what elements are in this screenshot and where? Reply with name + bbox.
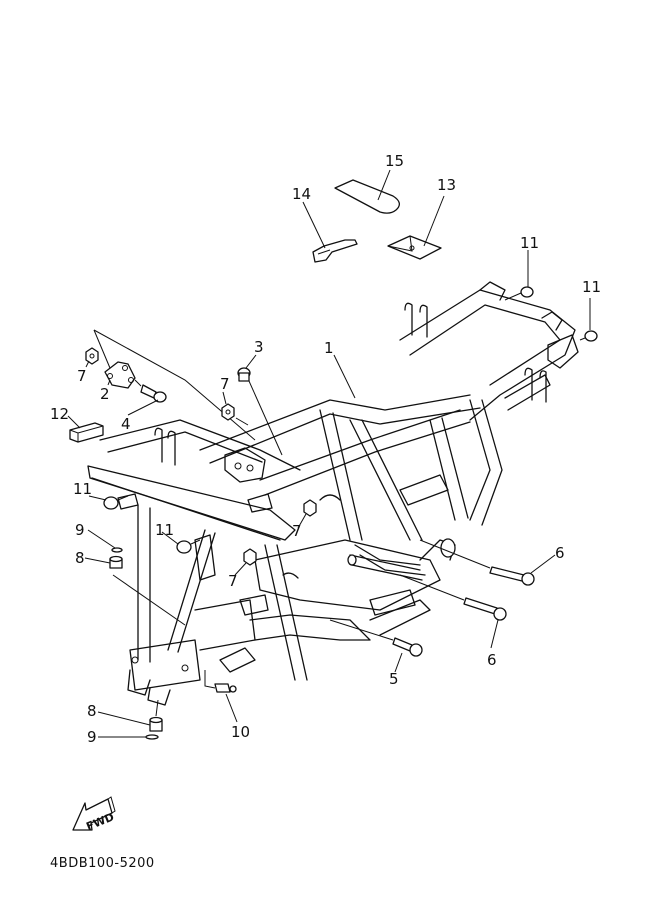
callout-3: 3 — [254, 338, 264, 356]
part-7-nut-d — [243, 548, 257, 566]
part-7-nut-a — [85, 347, 99, 365]
part-6-bolt-b — [399, 574, 507, 621]
diagram-code: 4BDB100-5200 — [50, 856, 155, 871]
callout-11-d: 11 — [155, 521, 174, 539]
callout-13: 13 — [437, 176, 456, 194]
leader-lines — [67, 169, 591, 738]
callout-7-b: 7 — [220, 375, 230, 393]
callout-11-a: 11 — [520, 234, 539, 252]
part-3-bolt — [237, 367, 283, 456]
part-8-cap-b — [149, 699, 163, 732]
callout-8-a: 8 — [75, 549, 85, 567]
part-11-cap-a — [504, 286, 534, 301]
callout-9-b: 9 — [87, 728, 97, 746]
part-11-cap-b — [579, 330, 598, 342]
part-14-band — [312, 239, 358, 263]
part-5-bolt — [329, 619, 423, 657]
part-11-cap-d — [176, 539, 201, 554]
callout-14: 14 — [292, 185, 311, 203]
callout-15: 15 — [385, 152, 404, 170]
callout-4: 4 — [121, 415, 131, 433]
part-9-oring-a — [111, 547, 123, 553]
callout-7-d: 7 — [228, 572, 238, 590]
callout-6-a: 6 — [555, 544, 565, 562]
callout-8-b: 8 — [87, 702, 97, 720]
callout-11-c: 11 — [73, 480, 92, 498]
part-8-cap-a — [109, 555, 186, 626]
part-7-nut-c — [303, 499, 317, 517]
part-11-cap-c — [103, 495, 129, 510]
callout-7-a: 7 — [77, 367, 87, 385]
part-4-bolt — [134, 379, 167, 403]
callout-5: 5 — [389, 670, 399, 688]
part-13-case — [387, 235, 442, 260]
callout-9-a: 9 — [75, 521, 85, 539]
callout-6-b: 6 — [487, 651, 497, 669]
part-10-grease-nipple — [204, 670, 237, 693]
part-12-damper — [69, 422, 104, 443]
callout-7-c: 7 — [292, 522, 302, 540]
fwd-arrow-icon: FWD — [72, 796, 116, 833]
part-9-oring-b — [145, 734, 159, 740]
part-15-plate — [334, 179, 400, 214]
callout-2: 2 — [100, 385, 110, 403]
part-2-bracket — [104, 361, 136, 389]
callout-10: 10 — [231, 723, 250, 741]
callout-12: 12 — [50, 405, 69, 423]
part-1-frame — [87, 281, 579, 706]
part-7-nut-b — [221, 403, 249, 426]
callout-1: 1 — [324, 339, 334, 357]
callout-11-b: 11 — [582, 278, 601, 296]
part-6-bolt-a — [419, 539, 535, 586]
